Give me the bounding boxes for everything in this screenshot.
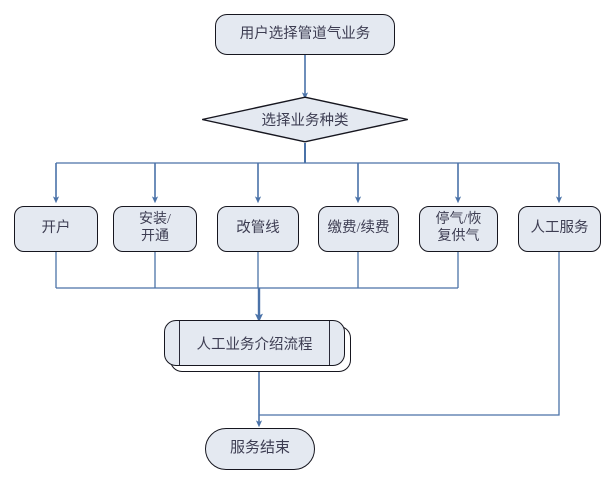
- node-subprocess-label: 人工业务介绍流程: [196, 336, 313, 353]
- node-start[interactable]: 用户选择管道气业务: [215, 14, 395, 55]
- node-option-gaiguanxian[interactable]: 改管线: [217, 206, 299, 252]
- node-option-anzhuang-kaitong[interactable]: 安装/ 开通: [113, 206, 197, 252]
- node-subprocess[interactable]: 人工业务介绍流程: [164, 320, 351, 372]
- subprocess-left-bar: [179, 321, 180, 365]
- node-option-rengong-fuwu[interactable]: 人工服务: [518, 206, 601, 252]
- subprocess-right-bar: [329, 321, 330, 365]
- decision-shape: [202, 96, 408, 143]
- node-end[interactable]: 服务结束: [205, 428, 315, 470]
- node-decision-label: 选择业务种类: [261, 113, 349, 129]
- node-option-jiaofei-xufei[interactable]: 缴费/续费: [318, 206, 399, 252]
- subprocess-body: 人工业务介绍流程: [164, 320, 345, 366]
- node-decision[interactable]: 选择业务种类: [201, 96, 409, 143]
- node-option-tingqi-huifugongqi[interactable]: 停气/恢 复供气: [419, 206, 498, 252]
- node-option-kaihu[interactable]: 开户: [14, 206, 98, 252]
